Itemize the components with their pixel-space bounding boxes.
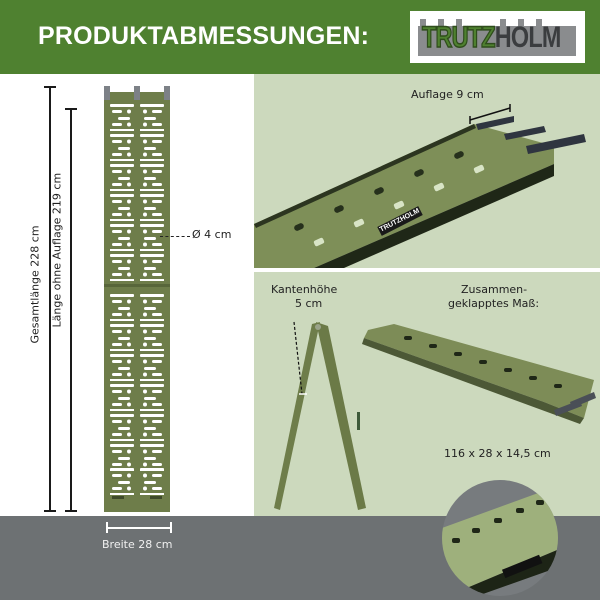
logo-text-holm: HOLM: [494, 21, 562, 54]
length-without-support-label: Länge ohne Auflage 219 cm: [50, 172, 64, 328]
width-line: [107, 527, 171, 529]
diameter-label: Ø 4 cm: [192, 228, 232, 241]
logo-merlon: [456, 19, 462, 27]
logo-merlon: [500, 19, 506, 27]
logo-text: TRUTZHOLM: [421, 19, 562, 57]
total-length-line: [49, 86, 51, 512]
total-length-label: Gesamtlänge 228 cm: [28, 225, 42, 344]
diameter-pointer: [160, 236, 190, 237]
logo-merlon: [438, 19, 444, 27]
dimension-tick: [44, 86, 56, 88]
edge-height-title: Kantenhöhe: [271, 283, 338, 296]
ramp-side-and-folded-image: [274, 321, 596, 510]
dimension-tick: [44, 510, 56, 512]
edge-height-value: 5 cm: [295, 297, 323, 310]
dimension-tick: [106, 522, 108, 533]
logo-merlon: [420, 19, 426, 27]
dimension-tick: [170, 522, 172, 533]
logo-merlon: [536, 19, 542, 27]
folded-dimensions-label: 116 x 28 x 14,5 cm: [444, 447, 551, 460]
width-label: Breite 28 cm: [102, 538, 173, 551]
dimension-tick: [65, 108, 77, 110]
logo-castle-wall: [418, 26, 576, 56]
length-without-support-line: [70, 108, 72, 512]
logo-merlon: [518, 19, 524, 27]
folded-title-line1: Zusammen-: [461, 283, 528, 296]
page-title: PRODUKTABMESSUNGEN:: [38, 22, 370, 50]
logo-text-trutz: TRUTZ: [421, 20, 496, 55]
brand-logo: TRUTZHOLM: [410, 11, 585, 63]
logo-detail-inset: [442, 480, 558, 596]
ramp-perspective-image: [254, 104, 586, 268]
folded-title-line2: geklapptes Maß:: [448, 297, 540, 310]
ramp-top-view: [104, 86, 170, 512]
support-label: Auflage 9 cm: [411, 88, 484, 101]
dimension-tick: [65, 510, 77, 512]
